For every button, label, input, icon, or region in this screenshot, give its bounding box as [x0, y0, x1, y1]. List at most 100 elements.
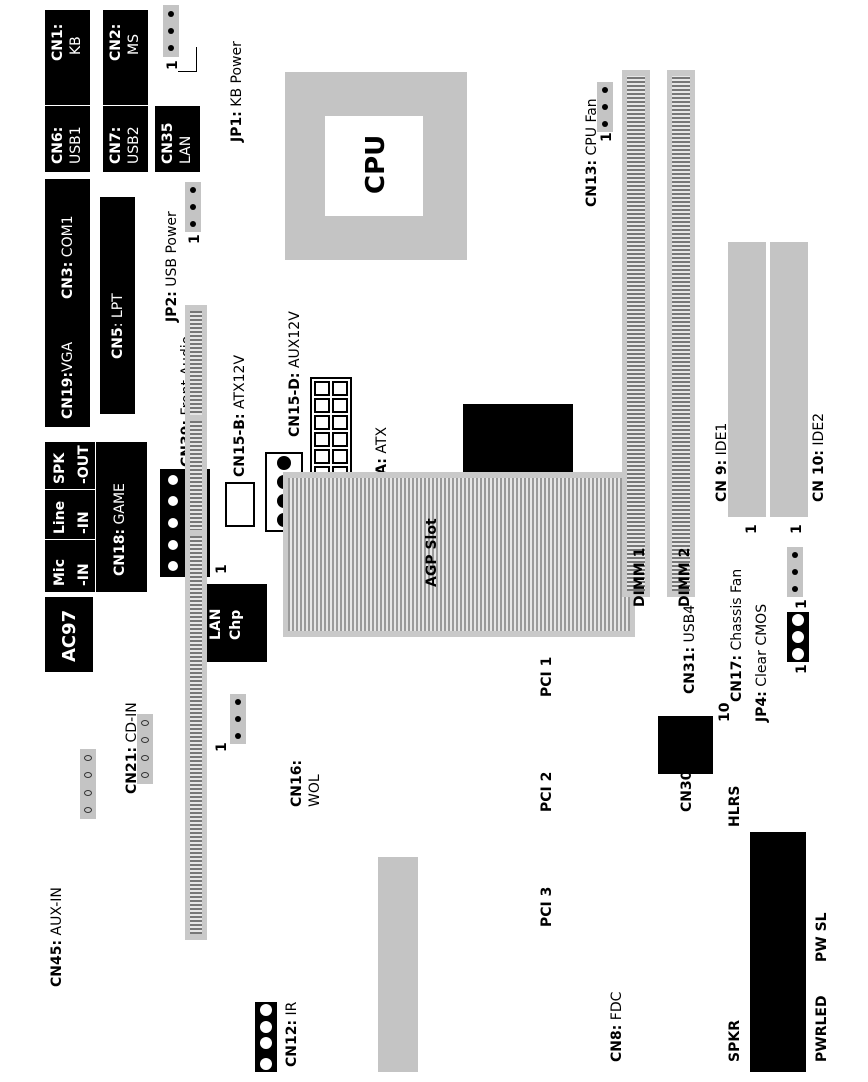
dimm2-label: DIMM 2	[677, 547, 693, 607]
cn16-pin1-label: 1	[214, 742, 230, 752]
cn6-name-label: USB1	[68, 126, 84, 164]
cn12-ir-header	[255, 1002, 277, 1072]
cpu-label: CPU	[361, 134, 391, 194]
cn15d-id-label: CN15-D:	[287, 372, 303, 437]
front-panel-header	[750, 832, 806, 1072]
cn45-id-label: CN45:	[49, 939, 65, 987]
cn31-name-label: USB4	[682, 604, 698, 643]
line-label: Line	[52, 500, 68, 534]
cn30-id-label: CN30:	[679, 764, 695, 812]
jp2-name-label: USB Power	[164, 211, 180, 287]
cn10-pin1-label: 1	[789, 524, 805, 534]
jp2-usb-power-header	[185, 182, 201, 232]
mic-label: Mic	[52, 558, 68, 586]
cn31-pin10-label: 10	[717, 702, 733, 722]
cn45-aux-in-header	[80, 749, 96, 819]
pci2-label: PCI 2	[539, 771, 555, 812]
lan-chip-label-1: LAN	[208, 608, 224, 640]
cn8-fdc-connector	[378, 857, 418, 1072]
cn21-id-label: CN21:	[124, 746, 140, 794]
jp4-name-label: Clear CMOS	[754, 603, 770, 687]
jp1-id-label: JP1:	[229, 111, 245, 142]
cn9-id-label: CN 9:	[714, 459, 730, 502]
pci3-slot	[185, 530, 207, 940]
cn15a-name-label: ATX	[374, 426, 390, 454]
cn7-usb2-connector: CN7: USB2	[103, 106, 148, 172]
cn15b-atx12v-connector	[225, 482, 255, 527]
cn3-id-label: CN3:	[60, 261, 76, 299]
jp1-name-label: KB Power	[229, 41, 245, 107]
dimm1-label: DIMM 1	[632, 547, 648, 607]
cn9-pin1-label: 1	[744, 524, 760, 534]
cn13-pin1-label: 1	[599, 132, 615, 142]
cn18-id-label: CN18:	[112, 528, 128, 576]
cn15d-name-label: AUX12V	[287, 311, 303, 369]
cn3-name-label: COM1	[60, 215, 76, 258]
cn18-name-label: GAME	[112, 483, 128, 525]
pwrled-label: PWRLED	[814, 995, 830, 1062]
pw-sl-label: PW SL	[814, 912, 830, 962]
jp4-id-label: JP4:	[754, 691, 770, 722]
cn30-name-label: USB3	[679, 722, 695, 761]
cn12-id-label: CN12:	[284, 1019, 300, 1067]
cn2-ms-connector: CN2: MS	[103, 10, 148, 105]
cn13-name-label: CPU Fan	[584, 98, 600, 156]
spkr-label: SPKR	[727, 1020, 743, 1062]
cpu-socket: CPU	[285, 72, 467, 260]
hlrs-label: HLRS	[727, 785, 743, 827]
cn31-id-label: CN31:	[682, 646, 698, 694]
cn17-id-label: CN17:	[729, 654, 745, 702]
cn9-name-label: IDE1	[714, 422, 730, 456]
cn1-id-label: CN1:	[50, 23, 66, 61]
ac97-chip: AC97	[45, 597, 93, 672]
cn2-id-label: CN2:	[108, 23, 124, 61]
cn5-id-label: CN5	[110, 327, 126, 359]
cn15b-name-label: ATX12V	[232, 354, 248, 409]
cn7-id-label: CN7:	[108, 126, 124, 164]
pci1-label: PCI 1	[539, 656, 555, 697]
dimm2-slot	[667, 70, 695, 597]
mic-in-label: -IN	[76, 563, 92, 586]
agp-slot-label: AGP Slot	[424, 518, 440, 587]
cn16-wol-header	[230, 694, 246, 744]
lan-chip-label-2: Chp	[228, 609, 244, 640]
cn35-name-label: LAN	[178, 135, 194, 164]
cn10-ide2-connector	[770, 242, 808, 517]
ac97-label: AC97	[59, 609, 80, 662]
jp1-pin1-label: 1	[165, 60, 181, 70]
audio-jack-block: SPK -OUT Line -IN Mic -IN CN18: GAME	[45, 442, 147, 592]
cn16-name-label: WOL	[307, 774, 323, 807]
cn39-pin1-label: 1	[214, 564, 230, 574]
cn9-ide1-connector	[728, 242, 766, 517]
cn6-usb1-connector: CN6: USB1	[45, 106, 90, 172]
jp2-pin1-label: 1	[187, 234, 203, 244]
cn19-name-label: VGA	[60, 341, 76, 372]
cn5-lpt-connector: CN5: LPT	[100, 197, 135, 414]
dimm1-slot	[622, 70, 650, 597]
jp4-pin1-label: 1	[794, 664, 810, 674]
cn13-id-label: CN13:	[584, 159, 600, 207]
cn8-name-label: FDC	[609, 991, 625, 1021]
cn6-id-label: CN6:	[50, 126, 66, 164]
cn5-name-label: : LPT	[110, 293, 126, 328]
cn1-kb-connector: CN1: KB	[45, 10, 90, 105]
spk-out-label: -OUT	[76, 445, 92, 484]
cn2-name-label: MS	[126, 34, 142, 55]
cn10-name-label: IDE2	[811, 412, 827, 446]
cn1-name-label: KB	[68, 36, 84, 55]
cn10-id-label: CN 10:	[811, 450, 827, 502]
cn17-chassis-fan-header	[787, 547, 803, 597]
cn12-name-label: IR	[284, 1001, 300, 1016]
cn15b-id-label: CN15-B:	[232, 413, 248, 477]
cn3-com1-connector: CN3: COM1	[45, 179, 90, 317]
cn35-id-label: CN35	[160, 122, 176, 164]
spk-label: SPK	[52, 452, 68, 484]
cn19-id-label: CN19:	[60, 371, 76, 419]
pci3-label: PCI 3	[539, 886, 555, 927]
cn17-pin1-label: 1	[794, 599, 810, 609]
cn17-name-label: Chassis Fan	[729, 568, 745, 651]
cn21-name-label: CD-IN	[124, 702, 140, 743]
cn8-id-label: CN8:	[609, 1024, 625, 1062]
